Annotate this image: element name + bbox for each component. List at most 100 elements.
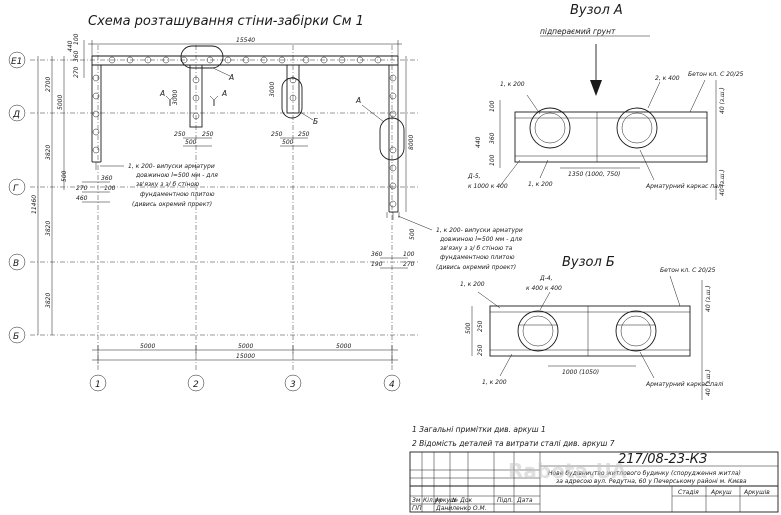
svg-text:11460: 11460 xyxy=(31,195,38,214)
svg-text:1, к 200: 1, к 200 xyxy=(500,81,525,88)
svg-text:№ Док: № Док xyxy=(451,497,473,504)
svg-text:Підп.: Підп. xyxy=(497,497,513,504)
svg-text:ГІП: ГІП xyxy=(412,505,422,512)
svg-text:(дивись окремий проект): (дивись окремий проект) xyxy=(132,201,212,208)
callout-b: Б xyxy=(313,117,318,126)
svg-text:250: 250 xyxy=(174,131,186,138)
stamp-code: 217/08-23-КЗ xyxy=(618,452,707,467)
svg-text:8000: 8000 xyxy=(408,135,415,150)
svg-text:100: 100 xyxy=(489,100,496,112)
svg-text:Кіл.уч: Кіл.уч xyxy=(423,497,442,504)
svg-text:500: 500 xyxy=(61,170,68,182)
callout-a-right: А xyxy=(355,96,361,105)
svg-text:270: 270 xyxy=(403,261,415,268)
axis-label-b: Б xyxy=(13,332,19,342)
svg-text:А: А xyxy=(221,89,227,98)
svg-text:1, к 200- випуски арматури: 1, к 200- випуски арматури xyxy=(128,163,215,170)
svg-text:1, к 200: 1, к 200 xyxy=(460,281,485,288)
svg-text:Даниленко О.М.: Даниленко О.М. xyxy=(435,505,487,512)
svg-text:Стадія: Стадія xyxy=(678,489,699,496)
svg-text:зв'язку з з/ б стіною та: зв'язку з з/ б стіною та xyxy=(440,245,513,252)
dim-15000: 15000 xyxy=(236,353,255,360)
svg-text:500: 500 xyxy=(465,322,472,334)
svg-text:А: А xyxy=(159,89,165,98)
svg-text:Аркушів: Аркушів xyxy=(743,489,770,496)
svg-text:3000: 3000 xyxy=(269,82,276,97)
node-a-subtitle: підпераємий грунт xyxy=(540,27,616,36)
axis-label-d: Д xyxy=(12,110,20,120)
svg-text:250: 250 xyxy=(477,344,484,356)
svg-text:фундаментною плитою: фундаментною плитою xyxy=(140,191,215,198)
svg-text:Арматурний каркас палі: Арматурний каркас палі xyxy=(645,381,724,388)
col-axis-markers: 1 2 3 4 xyxy=(89,374,401,392)
svg-text:3820: 3820 xyxy=(45,293,52,308)
svg-text:3820: 3820 xyxy=(45,221,52,236)
callout-a-top: А xyxy=(228,73,234,82)
svg-text:250: 250 xyxy=(271,131,283,138)
svg-text:2700: 2700 xyxy=(45,77,52,92)
detail-callouts: А Б А xyxy=(180,45,405,161)
axis-label-4: 4 xyxy=(389,380,395,390)
rebar-note-2: 1, к 200- випуски арматури довжиною l=50… xyxy=(397,215,523,271)
svg-text:Арматурний каркас палі: Арматурний каркас палі xyxy=(645,183,724,190)
svg-text:190: 190 xyxy=(371,261,383,268)
axis-label-1: 1 xyxy=(95,380,101,390)
svg-text:довжиною l=500 мм - для: довжиною l=500 мм - для xyxy=(439,236,522,243)
svg-text:Аркуш: Аркуш xyxy=(710,489,732,496)
dim-15540: 15540 xyxy=(236,37,255,44)
axis-label-3: 3 xyxy=(290,380,296,390)
svg-text:40 (з.ш.): 40 (з.ш.) xyxy=(705,369,712,396)
svg-text:5000: 5000 xyxy=(57,95,64,110)
svg-text:3000: 3000 xyxy=(172,90,179,105)
svg-text:5000: 5000 xyxy=(140,343,155,350)
svg-text:1, к 200: 1, к 200 xyxy=(528,181,553,188)
retaining-wall xyxy=(91,55,400,220)
svg-text:1350 (1000, 750): 1350 (1000, 750) xyxy=(568,171,620,178)
svg-text:Аркуш: Аркуш xyxy=(434,497,456,504)
svg-text:270: 270 xyxy=(76,185,88,192)
svg-text:270: 270 xyxy=(73,66,80,78)
node-b-title: Вузол Б xyxy=(562,255,615,270)
svg-text:360: 360 xyxy=(371,251,383,258)
bottom-dimensions: 5000 5000 5000 15000 xyxy=(92,343,398,364)
svg-text:100: 100 xyxy=(403,251,415,258)
pier-dimensions: 250 250 500 250 250 500 xyxy=(174,131,310,147)
svg-text:500: 500 xyxy=(185,139,197,146)
row-axis-markers: Е1 Д Г В Б xyxy=(8,51,26,344)
section-marks: А А 3000 3000 xyxy=(159,82,276,106)
svg-text:40 (з.ш.): 40 (з.ш.) xyxy=(719,169,726,196)
svg-text:к 400 к 400: к 400 к 400 xyxy=(526,285,562,292)
watermark: Rabota.UA xyxy=(508,459,627,483)
svg-text:(дивись окремий проект): (дивись окремий проект) xyxy=(436,264,516,271)
node-a-title: Вузол А xyxy=(570,3,623,18)
svg-text:2, к 400: 2, к 400 xyxy=(655,75,680,82)
left-dimension-chain: 2700 5000 3820 11460 3820 3820 xyxy=(31,56,65,335)
svg-text:Бетон кл. С 20/25: Бетон кл. С 20/25 xyxy=(688,71,744,78)
main-title: Схема розташування стіни-забірки См 1 xyxy=(88,14,364,29)
axis-label-v: В xyxy=(13,259,19,269)
svg-text:1000 (1050): 1000 (1050) xyxy=(562,369,599,376)
note-2: 2 Відомість деталей та витрати сталі див… xyxy=(412,439,615,448)
svg-text:1, к 200- випуски арматури: 1, к 200- випуски арматури xyxy=(436,227,523,234)
mid-left-dims: 360 270 460 100 500 xyxy=(61,170,116,203)
svg-text:360: 360 xyxy=(101,175,113,182)
svg-text:Бетон кл. С 20/25: Бетон кл. С 20/25 xyxy=(660,267,716,274)
svg-text:довжиною l=500 мм - для: довжиною l=500 мм - для xyxy=(135,172,218,179)
title-block: 217/08-23-КЗ Нове будівництво житлового … xyxy=(409,451,779,513)
svg-text:460: 460 xyxy=(76,195,88,202)
svg-text:250: 250 xyxy=(202,131,214,138)
svg-text:Д-5,: Д-5, xyxy=(467,173,481,180)
axis-grid xyxy=(30,45,420,372)
svg-text:500: 500 xyxy=(409,228,416,240)
note-1: 1 Загальні примітки див. аркуш 1 xyxy=(412,425,546,434)
svg-text:5000: 5000 xyxy=(238,343,253,350)
svg-text:100: 100 xyxy=(73,33,80,45)
axis-label-e1: Е1 xyxy=(11,57,22,67)
svg-text:Д-4,: Д-4, xyxy=(539,275,553,282)
svg-text:Нове будівництво житлового буд: Нове будівництво житлового будинку (спор… xyxy=(548,470,741,477)
svg-text:360: 360 xyxy=(489,132,496,144)
axis-label-2: 2 xyxy=(193,380,199,390)
svg-text:3820: 3820 xyxy=(45,145,52,160)
svg-text:40 (з.ш.): 40 (з.ш.) xyxy=(719,87,726,114)
